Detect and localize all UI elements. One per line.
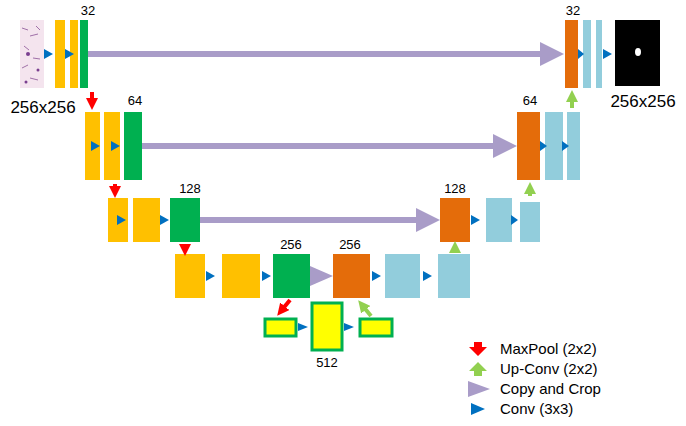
input-image [20,20,44,88]
legend-text: Copy and Crop [500,380,601,397]
channel-count: 64 [523,94,537,109]
maxpool-arrows [92,92,290,311]
legend-text: MaxPool (2x2) [500,340,597,357]
channel-count: 64 [128,94,142,109]
channel-count: 32 [566,4,580,19]
channel-count: 32 [81,4,95,19]
size-label: 256x256 [10,98,75,118]
channel-count: 128 [444,182,466,197]
channel-count: 512 [316,356,338,371]
conv-arrows [44,49,612,331]
level-3-blocks [108,198,540,242]
level-1-blocks [55,20,660,88]
legend-icons [468,342,490,415]
channel-count: 256 [339,238,361,253]
copy-crop-arrow [310,266,333,286]
upconv-arrows [362,96,572,316]
copy-crop-arrows [88,54,552,220]
size-label: 256x256 [610,92,675,112]
channel-count: 256 [280,238,302,253]
level-2-blocks [85,112,580,180]
legend-text: Conv (3x3) [500,400,573,417]
channel-count: 128 [179,182,201,197]
legend-text: Up-Conv (2x2) [500,360,598,377]
level-4-blocks [175,254,470,298]
